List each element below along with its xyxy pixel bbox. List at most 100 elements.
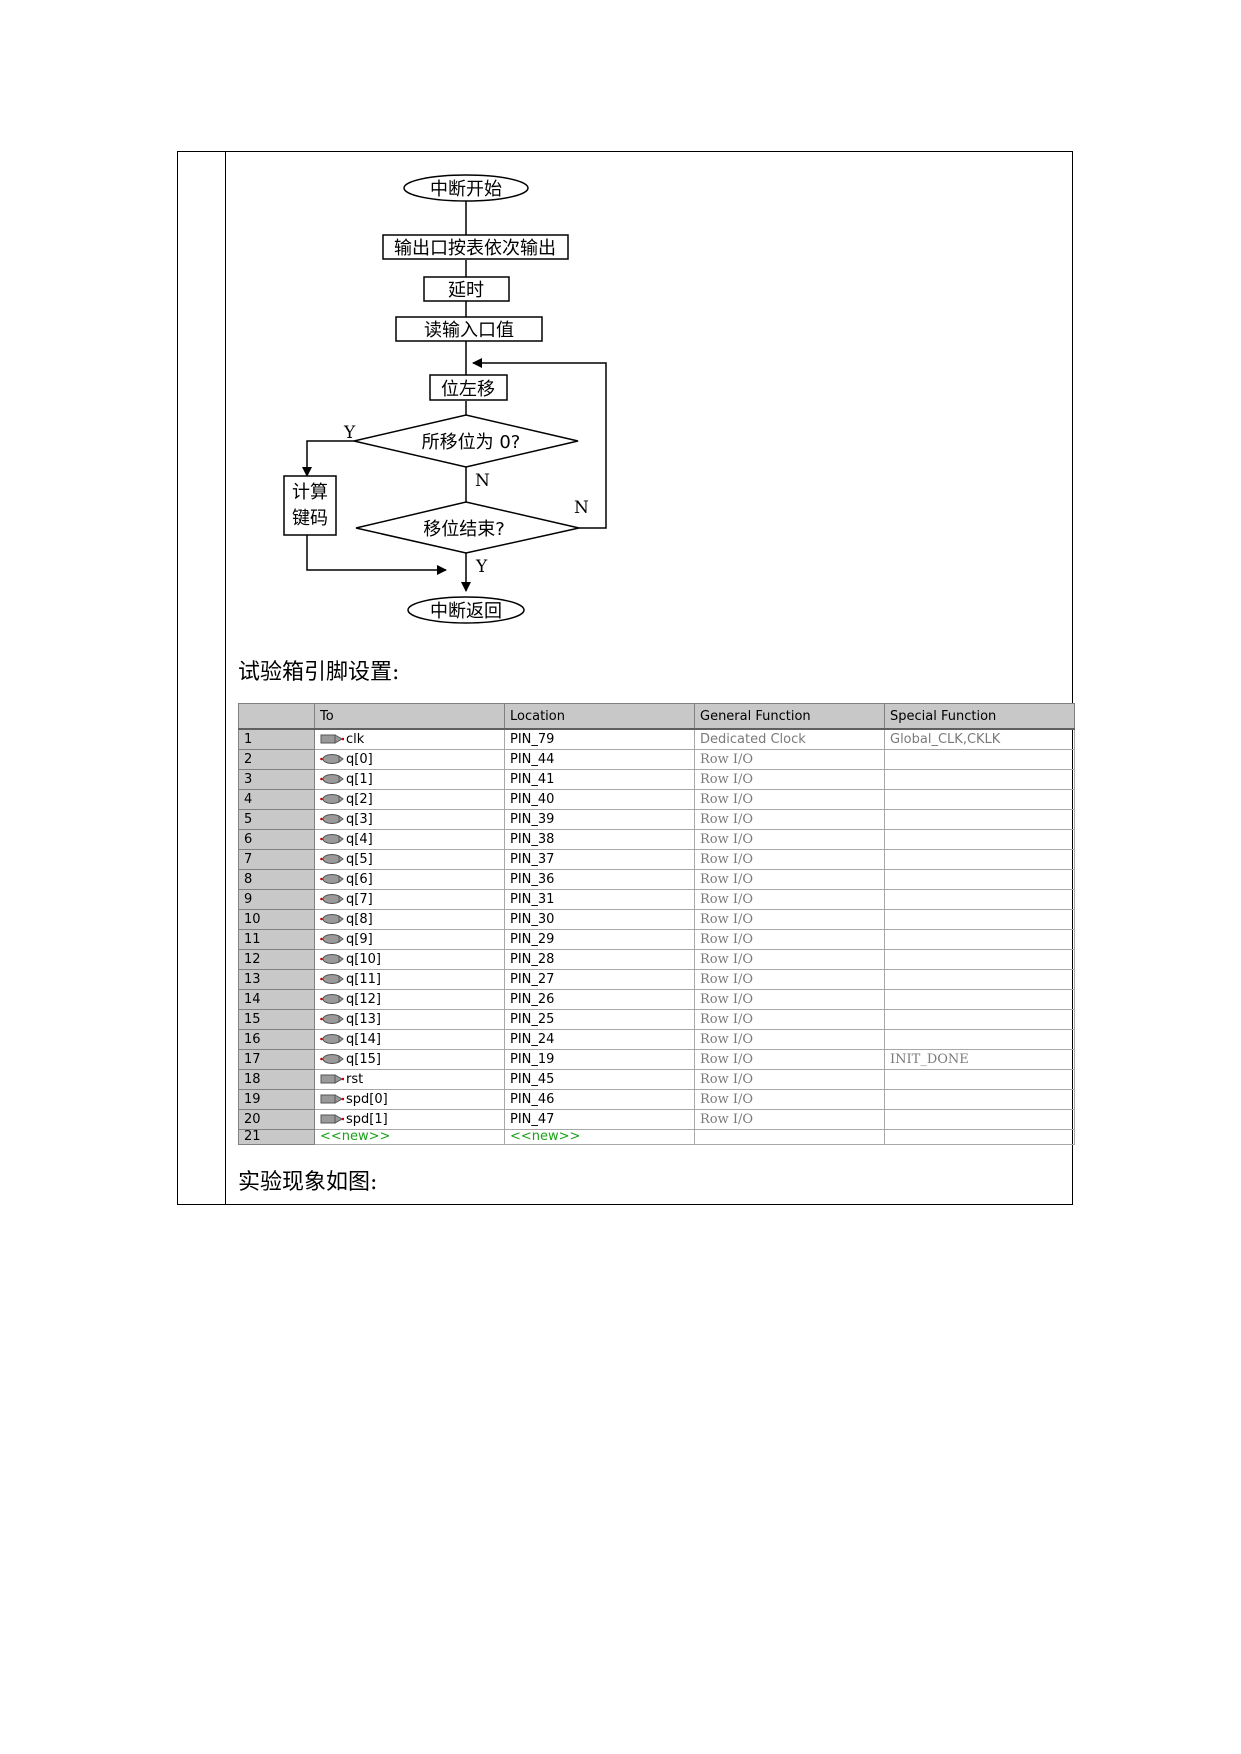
row-number[interactable]: 5: [238, 809, 315, 830]
to-cell[interactable]: q[15]: [314, 1049, 505, 1070]
delay-box: [423, 276, 510, 302]
row-number[interactable]: 13: [238, 969, 315, 990]
branch-label-y-zero: Y: [343, 423, 356, 443]
to-cell[interactable]: clk: [314, 728, 505, 750]
row-number[interactable]: 15: [238, 1009, 315, 1030]
row-number[interactable]: 10: [238, 909, 315, 930]
row-number[interactable]: 14: [238, 989, 315, 1010]
to-cell[interactable]: spd[0]: [314, 1089, 505, 1110]
location-cell-new[interactable]: <<new>>: [504, 1129, 695, 1145]
general-function-cell: Row I/O: [694, 749, 885, 770]
to-cell[interactable]: rst: [314, 1069, 505, 1090]
location-cell[interactable]: PIN_44: [504, 749, 695, 770]
to-cell[interactable]: q[4]: [314, 829, 505, 850]
to-cell[interactable]: q[0]: [314, 749, 505, 770]
location-cell[interactable]: PIN_47: [504, 1109, 695, 1130]
location-cell[interactable]: PIN_31: [504, 889, 695, 910]
row-number[interactable]: 16: [238, 1029, 315, 1050]
row-number[interactable]: 18: [238, 1069, 315, 1090]
location-cell[interactable]: PIN_19: [504, 1049, 695, 1070]
row-number[interactable]: 9: [238, 889, 315, 910]
to-cell[interactable]: q[3]: [314, 809, 505, 830]
to-cell[interactable]: q[14]: [314, 1029, 505, 1050]
to-cell[interactable]: q[10]: [314, 949, 505, 970]
location-cell[interactable]: PIN_28: [504, 949, 695, 970]
header-special-function[interactable]: Special Function: [884, 703, 1075, 730]
return-label: 中断返回: [430, 601, 502, 622]
location-cell[interactable]: PIN_38: [504, 829, 695, 850]
to-cell[interactable]: q[5]: [314, 849, 505, 870]
to-cell[interactable]: q[12]: [314, 989, 505, 1010]
location-cell[interactable]: PIN_30: [504, 909, 695, 930]
to-cell[interactable]: q[6]: [314, 869, 505, 890]
header-to[interactable]: To: [314, 703, 505, 730]
row-number[interactable]: 19: [238, 1089, 315, 1110]
header-general-function[interactable]: General Function: [694, 703, 885, 730]
location-cell[interactable]: PIN_41: [504, 769, 695, 790]
to-cell[interactable]: q[7]: [314, 889, 505, 910]
row-number[interactable]: 1: [238, 728, 315, 750]
row-number[interactable]: 4: [238, 789, 315, 810]
to-cell-new[interactable]: <<new>>: [314, 1129, 505, 1145]
header-rownum[interactable]: [238, 703, 315, 730]
location-cell[interactable]: PIN_25: [504, 1009, 695, 1030]
location-cell[interactable]: PIN_36: [504, 869, 695, 890]
to-cell[interactable]: q[2]: [314, 789, 505, 810]
row-number[interactable]: 21: [238, 1129, 315, 1145]
location-cell[interactable]: PIN_29: [504, 929, 695, 950]
row-number[interactable]: 20: [238, 1109, 315, 1130]
location-cell[interactable]: PIN_40: [504, 789, 695, 810]
location-cell[interactable]: PIN_24: [504, 1029, 695, 1050]
row-number[interactable]: 3: [238, 769, 315, 790]
row-number[interactable]: 7: [238, 849, 315, 870]
row-number[interactable]: 11: [238, 929, 315, 950]
to-cell[interactable]: q[11]: [314, 969, 505, 990]
node-name: q[10]: [346, 951, 381, 967]
general-function-cell: Row I/O: [694, 929, 885, 950]
location-cell[interactable]: PIN_39: [504, 809, 695, 830]
location-cell[interactable]: PIN_37: [504, 849, 695, 870]
output-pin-icon: [320, 1034, 344, 1044]
special-function-cell: [884, 769, 1075, 790]
to-cell[interactable]: q[1]: [314, 769, 505, 790]
to-cell[interactable]: q[13]: [314, 1009, 505, 1030]
to-cell[interactable]: q[9]: [314, 929, 505, 950]
row-number[interactable]: 2: [238, 749, 315, 770]
to-cell[interactable]: q[8]: [314, 909, 505, 930]
special-function-cell: [884, 809, 1075, 830]
node-name: q[2]: [346, 791, 373, 807]
location-cell[interactable]: PIN_27: [504, 969, 695, 990]
row-number[interactable]: 6: [238, 829, 315, 850]
branch-label-n-end: N: [574, 498, 589, 518]
new-row[interactable]: 21<<new>><<new>>: [238, 1129, 1075, 1145]
row-number[interactable]: 17: [238, 1049, 315, 1070]
location-cell[interactable]: PIN_46: [504, 1089, 695, 1110]
row-number[interactable]: 8: [238, 869, 315, 890]
location-cell[interactable]: PIN_79: [504, 728, 695, 750]
location-cell[interactable]: PIN_45: [504, 1069, 695, 1090]
location-cell[interactable]: PIN_26: [504, 989, 695, 1010]
to-cell[interactable]: spd[1]: [314, 1109, 505, 1130]
header-location[interactable]: Location: [504, 703, 695, 730]
row-number[interactable]: 12: [238, 949, 315, 970]
